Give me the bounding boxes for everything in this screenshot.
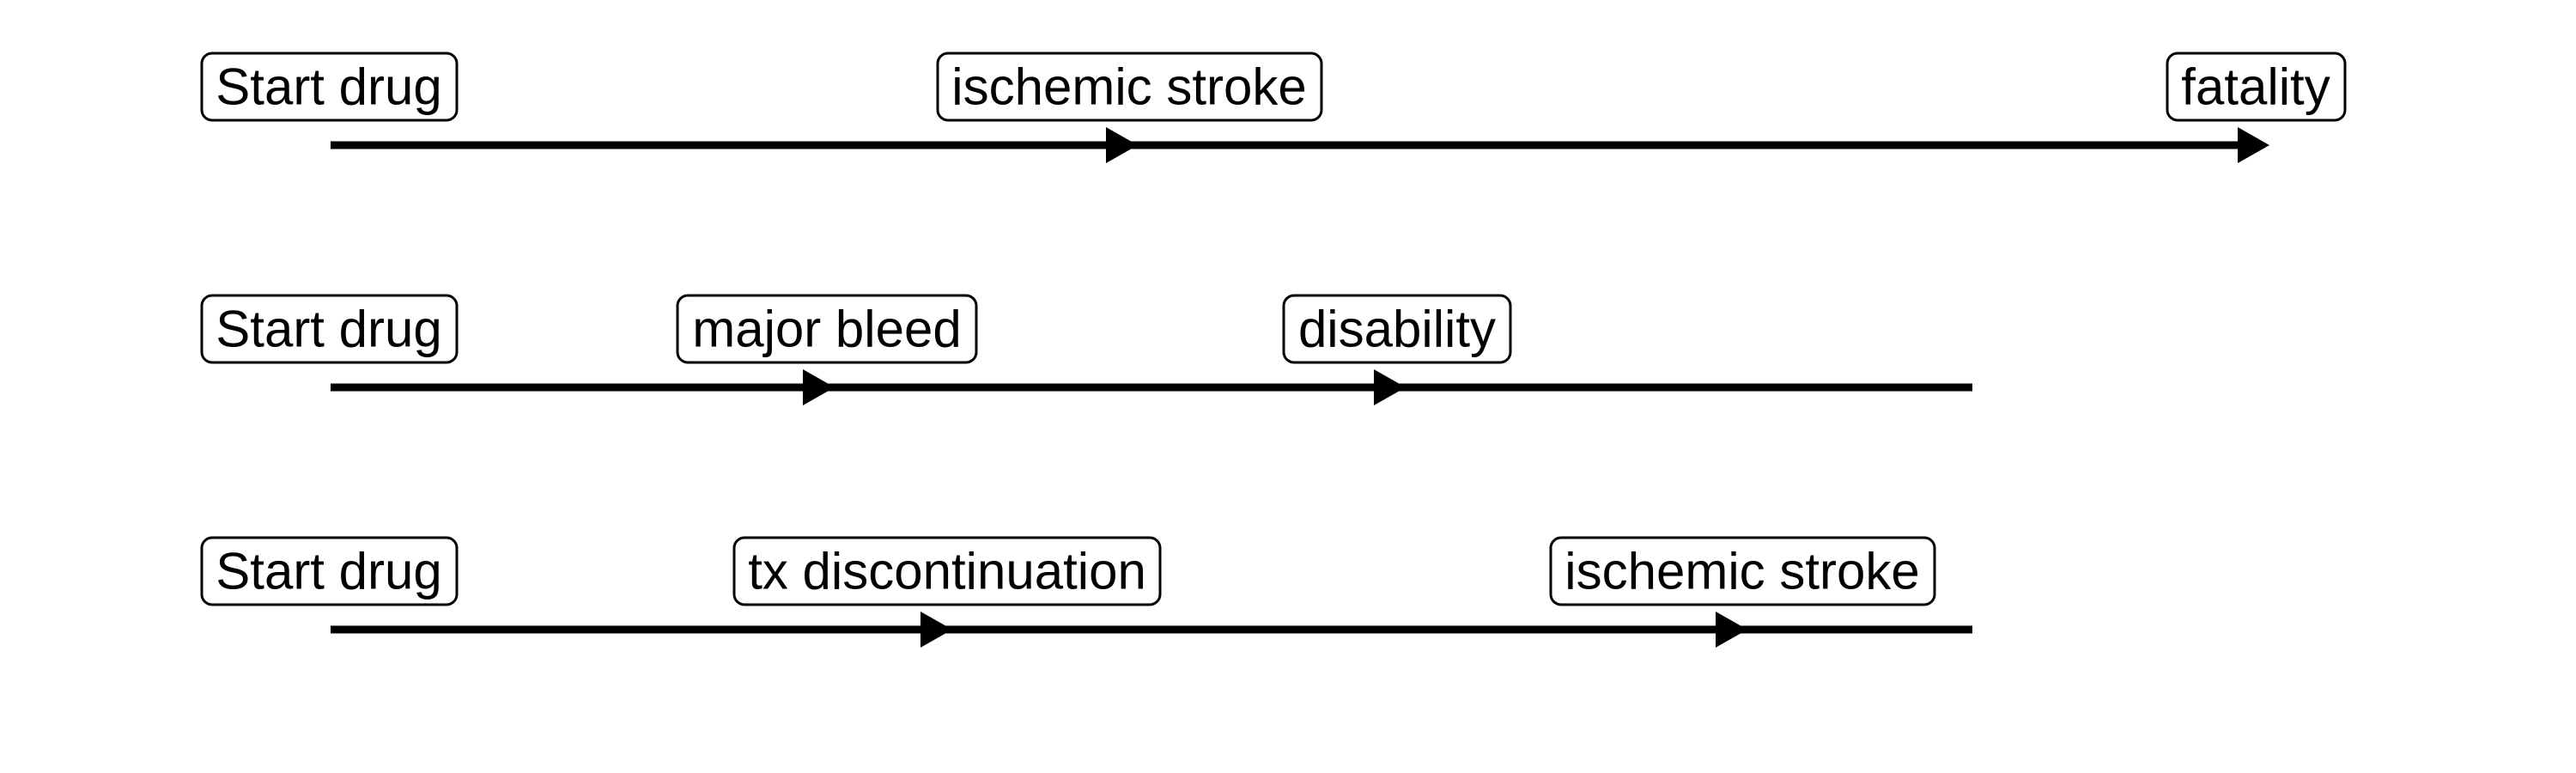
label-box (732, 536, 1162, 606)
label-text: fatality (2181, 58, 2330, 116)
timeline-2-arrow-disability (1374, 369, 1406, 405)
timeline-3-arrow-tx-discontinuation (920, 612, 952, 648)
label-text: disability (1298, 301, 1496, 358)
timeline-2-label-start-drug: Start drug (200, 294, 459, 364)
label-box (200, 536, 459, 606)
timeline-3-label-ischemic-stroke: ischemic stroke (1549, 536, 1936, 606)
timeline-2-arrow-major-bleed (803, 369, 835, 405)
label-box (936, 52, 1323, 122)
timeline-3-arrow-ischemic-stroke (1716, 612, 1747, 648)
timeline-2: Start drug major bleed disability (200, 294, 1972, 405)
label-text: Start drug (216, 301, 441, 358)
label-text: tx discontinuation (748, 543, 1146, 600)
timeline-3-label-tx-discontinuation: tx discontinuation (732, 536, 1162, 606)
label-text: ischemic stroke (1564, 543, 1919, 600)
label-box (676, 294, 978, 364)
timeline-3-label-start-drug: Start drug (200, 536, 459, 606)
timeline-1-label-ischemic-stroke: ischemic stroke (936, 52, 1323, 122)
timeline-2-label-major-bleed: major bleed (676, 294, 978, 364)
label-box (200, 294, 459, 364)
timeline-1: Start drug ischemic stroke fatality (200, 52, 2347, 163)
label-text: major bleed (692, 301, 962, 358)
label-box (1282, 294, 1512, 364)
label-box (2166, 52, 2347, 122)
timeline-1-label-fatality: fatality (2166, 52, 2347, 122)
label-box (200, 52, 459, 122)
timeline-1-arrow-fatality (2238, 127, 2269, 163)
label-box (1549, 536, 1936, 606)
timeline-2-label-disability: disability (1282, 294, 1512, 364)
timeline-1-label-start-drug: Start drug (200, 52, 459, 122)
timeline-1-arrow-ischemic-stroke (1106, 127, 1138, 163)
timeline-3: Start drug tx discontinuation ischemic s… (200, 536, 1972, 648)
label-text: Start drug (216, 58, 441, 116)
label-text: ischemic stroke (951, 58, 1306, 116)
label-text: Start drug (216, 543, 441, 600)
